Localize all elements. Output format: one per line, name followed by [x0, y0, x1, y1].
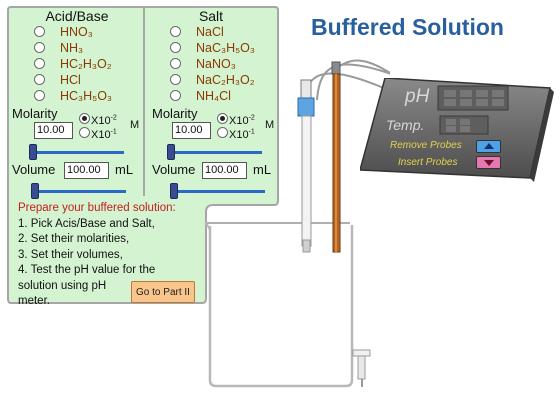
salt-molarity-slider[interactable] [169, 151, 262, 154]
acid-volume-input[interactable]: 100.00 [64, 162, 109, 179]
radio-button[interactable] [34, 42, 45, 53]
salt-heading: Salt [198, 8, 224, 24]
acid-scale-option-1[interactable]: X10-2 [79, 113, 117, 127]
acid-molarity-unit: M [130, 119, 140, 131]
radio-button[interactable] [170, 90, 181, 101]
radio-button[interactable] [170, 26, 181, 37]
radio-button[interactable] [79, 113, 90, 124]
arrow-down-icon [483, 160, 494, 166]
instruction-step: 2. Set their molarities, [18, 233, 130, 245]
ph-meter-body [359, 77, 554, 182]
ph-label: pH [405, 86, 430, 107]
salt-scale-option-1[interactable]: X10-2 [217, 113, 255, 127]
radio-button[interactable] [217, 113, 228, 124]
acid-volume-slider[interactable] [33, 190, 126, 193]
acid-base-heading: Acid/Base [45, 8, 109, 24]
salt-volume-unit: mL [253, 162, 272, 177]
instruction-step: 4. Test the pH value for the [18, 264, 156, 276]
go-to-part-two-button[interactable]: Go to Part II [131, 281, 195, 303]
temp-label: Temp. [386, 117, 425, 133]
radio-button[interactable] [217, 127, 228, 138]
acid-option-nh3[interactable]: NH₃ [34, 39, 83, 56]
salt-volume-slider[interactable] [172, 190, 265, 193]
instructions: Prepare your buffered solution: 1. Pick … [18, 201, 176, 310]
remove-probes-button[interactable] [476, 140, 501, 153]
instruction-step: 1. Pick Acis/Base and Salt, [18, 217, 155, 230]
instruction-step: 3. Set their volumes, [18, 248, 123, 261]
acid-volume-label: Volume [12, 162, 56, 177]
probe-cable [336, 59, 390, 75]
burette-stand [352, 349, 371, 387]
salt-scale-option-2[interactable]: X10-1 [217, 127, 255, 141]
acid-molarity-slider[interactable] [31, 151, 124, 154]
page-title: Buffered Solution [311, 14, 504, 40]
instruction-step: meter. [18, 295, 50, 307]
acid-scale-option-2[interactable]: X10-1 [79, 127, 117, 141]
acid-molarity-slider-thumb[interactable] [29, 144, 37, 160]
salt-volume-input[interactable]: 100.00 [202, 162, 247, 179]
panel-background [7, 6, 279, 304]
radio-button[interactable] [34, 26, 45, 37]
salt-option-nano3[interactable]: NaNO₃ [170, 55, 236, 72]
remove-probes-label: Remove Probes [390, 140, 462, 151]
ph-meter: pH Temp. Remove Probes Insert Probes [359, 77, 555, 193]
salt-option-nacl[interactable]: NaCl [170, 23, 224, 40]
radio-button[interactable] [170, 58, 181, 69]
control-panel: Acid/Base HNO₃ NH₃ HC₂H₃O₂ HCl HC₃H₅O₃ M… [7, 6, 279, 307]
salt-molarity-input[interactable]: 10.00 [172, 122, 211, 139]
radio-button[interactable] [34, 74, 45, 85]
acid-molarity-label: Molarity [12, 106, 58, 121]
acid-option-hc2h3o2[interactable]: HC₂H₃O₂ [34, 55, 112, 72]
radio-button[interactable] [34, 58, 45, 69]
acid-option-hc3h5o3[interactable]: HC₃H₅O₃ [34, 87, 112, 104]
acid-volume-slider-thumb[interactable] [31, 183, 39, 199]
salt-molarity-label: Molarity [152, 106, 198, 121]
acid-molarity-input[interactable]: 10.00 [34, 122, 73, 139]
acid-volume-unit: mL [115, 162, 134, 177]
ph-probe [297, 79, 315, 253]
arrow-up-icon [483, 143, 494, 149]
insert-probes-button[interactable] [476, 156, 501, 169]
beaker [204, 222, 354, 388]
radio-button[interactable] [34, 90, 45, 101]
temperature-probe [331, 61, 341, 253]
salt-volume-slider-thumb[interactable] [170, 183, 178, 199]
salt-option-nh4cl[interactable]: NH₄Cl [170, 87, 231, 104]
instruction-step: solution using pH [18, 279, 107, 292]
radio-button[interactable] [170, 42, 181, 53]
radio-button[interactable] [170, 74, 181, 85]
acid-option-hcl[interactable]: HCl [34, 71, 81, 88]
insert-probes-label: Insert Probes [398, 157, 458, 168]
instruction-heading: Prepare your buffered solution: [18, 202, 176, 214]
salt-volume-label: Volume [152, 162, 196, 177]
salt-molarity-slider-thumb[interactable] [167, 144, 175, 160]
acid-option-hno3[interactable]: HNO₃ [34, 23, 93, 40]
salt-option-nac2h3o2[interactable]: NaC₂H₃O₂ [170, 71, 255, 88]
salt-molarity-unit: M [265, 119, 275, 131]
salt-option-nac3h5o3[interactable]: NaC₃H₅O₃ [170, 39, 255, 56]
lab-apparatus [204, 59, 390, 388]
radio-button[interactable] [79, 127, 90, 138]
